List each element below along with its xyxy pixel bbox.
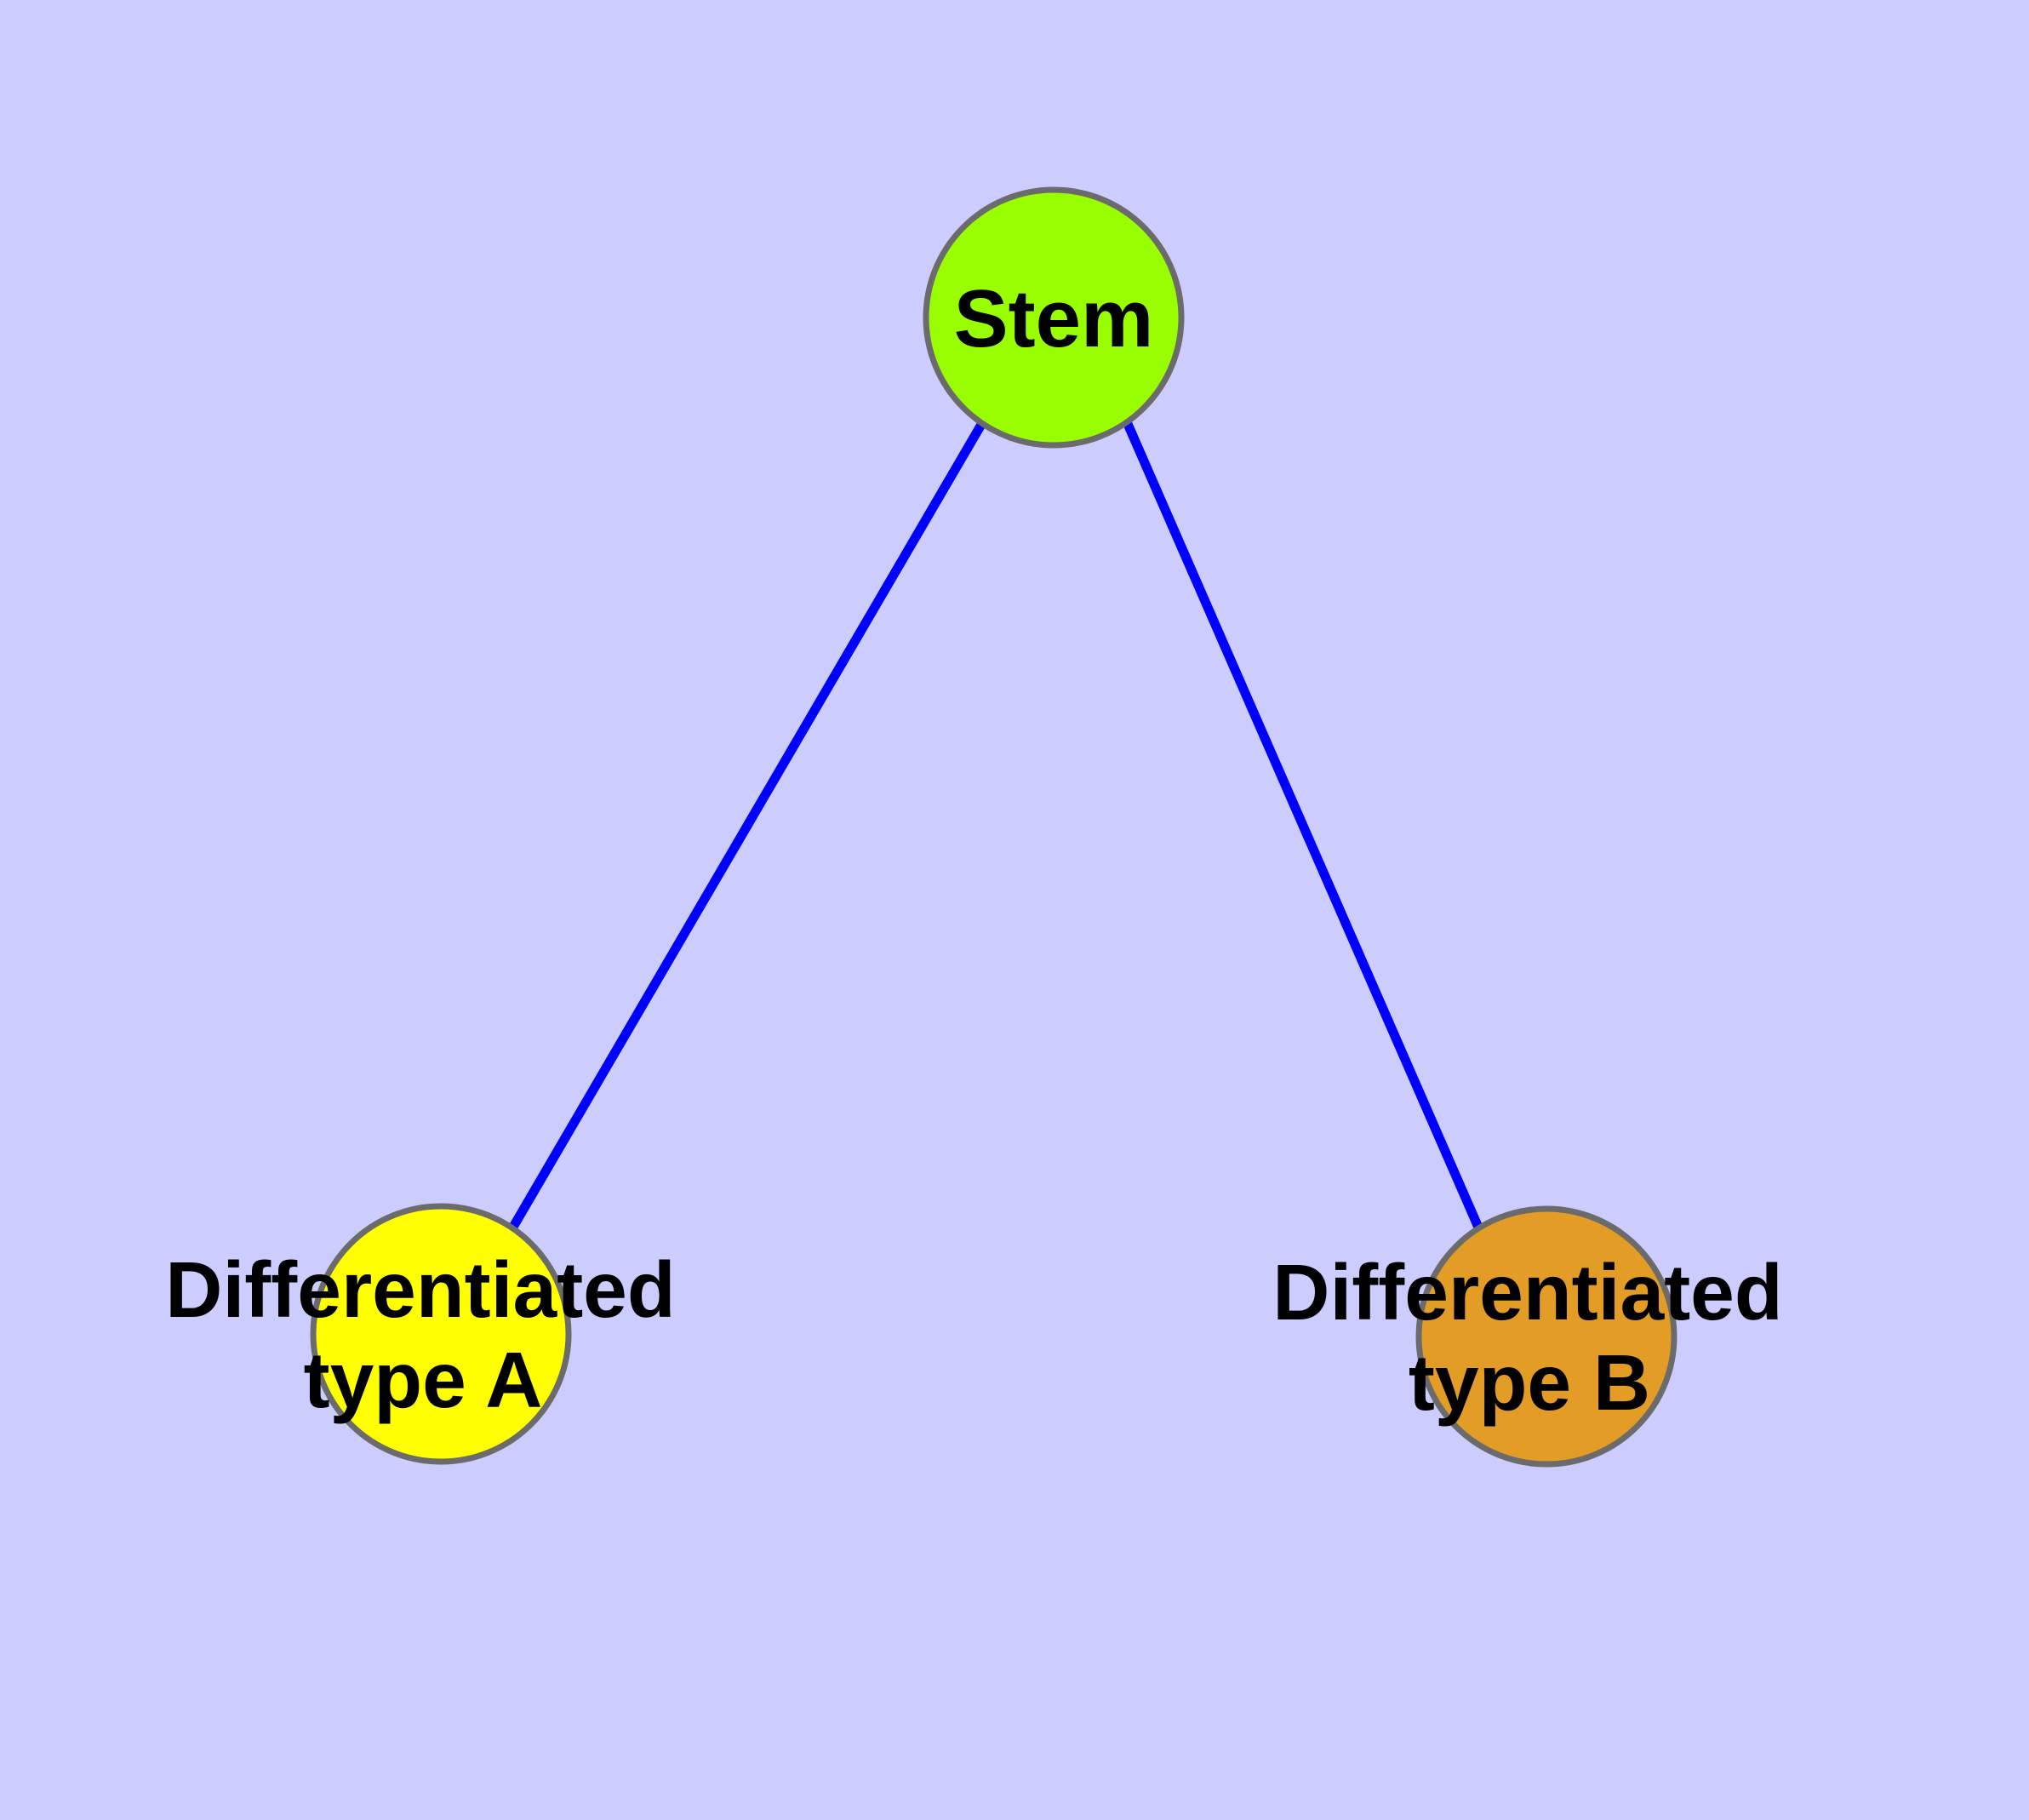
node-stem-label: Stem xyxy=(954,273,1154,364)
edge-stem-to-diff-a[interactable] xyxy=(508,421,986,1231)
edge-layer xyxy=(508,421,1484,1232)
node-diff-b-label-line1: Differentiated xyxy=(1272,1248,1782,1336)
node-diff-a-circle[interactable] xyxy=(310,1203,572,1465)
node-stem[interactable]: Stem xyxy=(923,186,1185,449)
node-layer: Stem Differentiated type A Differentiate… xyxy=(165,186,1783,1468)
node-stem-circle[interactable] xyxy=(923,186,1185,449)
node-diff-a-label-line2: type A xyxy=(304,1336,543,1424)
node-diff-a[interactable]: Differentiated type A xyxy=(165,1203,676,1465)
node-diff-b-label-line2: type B xyxy=(1409,1338,1650,1427)
node-diff-a-label-line1: Differentiated xyxy=(165,1245,675,1334)
edge-stem-to-diff-b[interactable] xyxy=(1123,421,1484,1232)
node-diff-b-circle[interactable] xyxy=(1415,1205,1677,1468)
node-diff-b[interactable]: Differentiated type B xyxy=(1272,1205,1783,1468)
